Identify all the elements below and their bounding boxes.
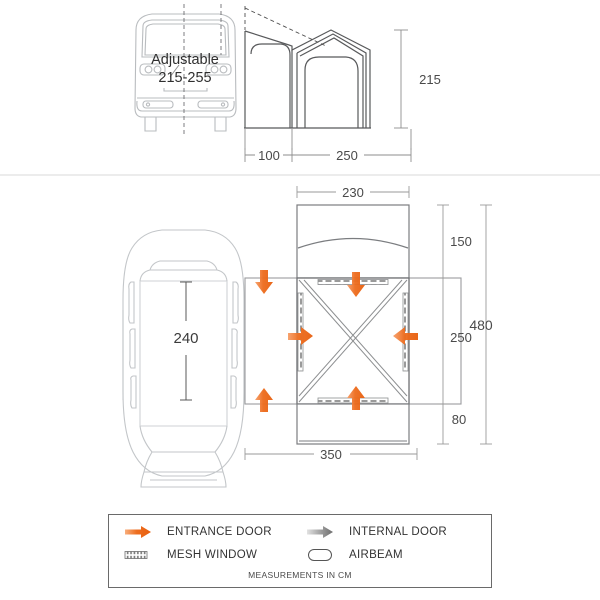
airbeam-icon (305, 548, 335, 562)
dimension-height-215 (394, 29, 408, 129)
legend-item-mesh-window: MESH WINDOW (123, 548, 257, 562)
van-rear-view (134, 13, 237, 132)
awning-side-elevation (244, 29, 371, 129)
legend-item-internal-door: INTERNAL DOOR (305, 525, 447, 539)
legend-label-entrance-door: ENTRANCE DOOR (167, 526, 272, 538)
awning-plan-upper-bay (296, 204, 410, 279)
entrance-door-arrow-top-left (255, 270, 273, 294)
dimension-80 (437, 404, 449, 445)
legend-label-mesh-window: MESH WINDOW (167, 549, 258, 561)
dimension-vehicle-length-240 (180, 281, 192, 401)
legend-label-internal-door: INTERNAL DOOR (349, 526, 448, 538)
front-depth-dimension-label: 100 (258, 148, 280, 163)
entrance-door-arrow-bottom-center (347, 386, 365, 410)
dimension-150 (437, 204, 449, 279)
entrance-door-arrow-icon (123, 525, 153, 539)
height-dimension-label: 215 (419, 72, 441, 87)
segment-middle-label: 250 (450, 330, 472, 345)
car-plan-view (122, 229, 245, 488)
rear-depth-dimension-label: 250 (336, 148, 358, 163)
legend-item-entrance-door: ENTRANCE DOOR (123, 525, 272, 539)
entrance-door-arrow-right-middle (393, 327, 418, 345)
van-adjustable-guides (183, 4, 222, 136)
total-depth-label: 480 (469, 317, 493, 333)
dimension-480 (480, 204, 492, 445)
segment-bottom-label: 80 (452, 412, 466, 427)
awning-plan-cross-braces (298, 279, 408, 403)
vehicle-length-label: 240 (173, 330, 198, 347)
legend-panel: ENTRANCE DOOR INTERNAL DOOR (108, 514, 492, 588)
internal-door-arrow-icon (305, 525, 335, 539)
entrance-door-arrow-top-center (347, 272, 365, 297)
entrance-door-arrow-bottom-left (255, 388, 273, 412)
adjustable-label-line2: 215-255 (158, 70, 211, 86)
top-width-label: 230 (342, 185, 364, 200)
bottom-width-label: 350 (320, 447, 342, 462)
entrance-door-arrow-left-middle (288, 327, 313, 345)
segment-top-label: 150 (450, 234, 472, 249)
measurements-note: MEASUREMENTS IN CM (248, 570, 352, 580)
legend-item-airbeam: AIRBEAM (305, 548, 403, 562)
mesh-window-icon (123, 548, 153, 562)
adjustable-label-line1: Adjustable (151, 52, 219, 68)
legend-label-airbeam: AIRBEAM (349, 549, 403, 561)
awning-plan-upper-arch (297, 237, 409, 249)
awning-projection-dashed (244, 6, 327, 47)
